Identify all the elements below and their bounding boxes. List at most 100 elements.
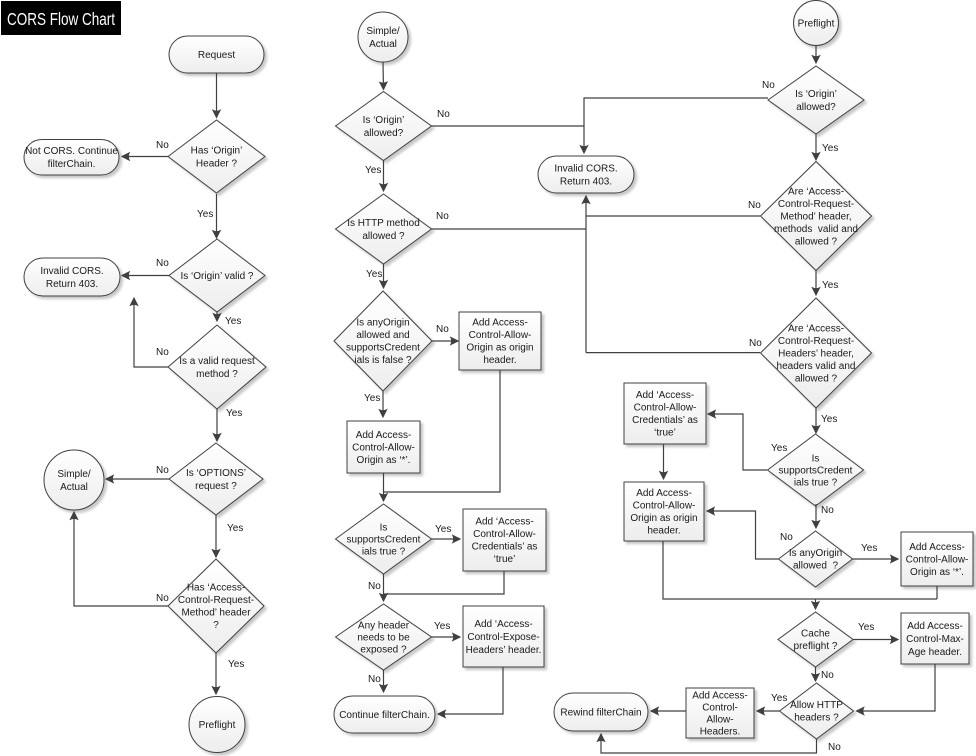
svg-text:supportsCredent: supportsCredent <box>346 343 420 354</box>
svg-text:No: No <box>748 200 761 211</box>
svg-text:Add ‘Access-: Add ‘Access- <box>475 517 533 528</box>
svg-text:Return 403.: Return 403. <box>560 176 612 187</box>
svg-text:Are ‘Access-: Are ‘Access- <box>788 186 844 197</box>
svg-text:No: No <box>749 338 762 349</box>
svg-text:No: No <box>156 593 169 604</box>
svg-text:?: ? <box>213 620 219 631</box>
svg-text:‘true’: ‘true’ <box>494 554 516 565</box>
svg-text:method ?: method ? <box>196 369 238 380</box>
svg-text:Yes: Yes <box>366 269 382 280</box>
svg-text:Control-Allow-: Control-Allow- <box>906 554 969 565</box>
svg-text:Yes: Yes <box>821 414 837 425</box>
svg-text:No: No <box>828 742 841 753</box>
svg-text:Origin as ‘*’.: Origin as ‘*’. <box>910 567 964 578</box>
svg-text:Yes: Yes <box>364 393 380 404</box>
svg-text:Has ‘Access-: Has ‘Access- <box>187 583 245 594</box>
svg-text:Yes: Yes <box>225 316 241 327</box>
svg-text:Is ‘OPTIONS’: Is ‘OPTIONS’ <box>186 468 246 479</box>
svg-text:No: No <box>762 80 775 91</box>
svg-text:Yes: Yes <box>227 523 243 534</box>
svg-text:Method’ header,: Method’ header, <box>780 211 851 222</box>
svg-text:Yes: Yes <box>228 659 244 670</box>
svg-text:Is: Is <box>380 522 388 533</box>
svg-text:Preflight: Preflight <box>798 18 835 29</box>
svg-text:Control-Request-: Control-Request- <box>178 595 254 606</box>
svg-text:No: No <box>156 140 169 151</box>
svg-text:Is anyOrigin: Is anyOrigin <box>789 548 842 559</box>
svg-text:Simple/: Simple/ <box>57 469 91 480</box>
svg-text:Add Access-: Add Access- <box>356 430 412 441</box>
svg-text:No: No <box>780 532 793 543</box>
svg-text:supportsCredent: supportsCredent <box>347 534 421 545</box>
svg-text:Control-Allow-: Control-Allow- <box>469 330 532 341</box>
svg-text:allowed ?: allowed ? <box>793 561 838 572</box>
svg-text:No: No <box>156 465 169 476</box>
svg-text:Continue filterChain.: Continue filterChain. <box>339 710 430 721</box>
svg-text:Yes: Yes <box>771 693 787 704</box>
svg-text:Control-Allow-: Control-Allow- <box>352 442 415 453</box>
svg-text:Add Access-: Add Access- <box>909 542 965 553</box>
svg-text:Control-Allow-: Control-Allow- <box>634 403 697 414</box>
svg-text:No: No <box>156 258 169 269</box>
svg-text:Control-: Control- <box>702 702 738 713</box>
svg-text:Request: Request <box>198 50 235 61</box>
svg-text:allowed and: allowed and <box>356 330 409 341</box>
svg-text:Yes: Yes <box>858 622 874 633</box>
svg-text:allowed ?: allowed ? <box>795 236 838 247</box>
svg-text:Yes: Yes <box>226 408 242 419</box>
svg-text:allowed?: allowed? <box>796 102 836 113</box>
svg-text:Actual: Actual <box>60 482 88 493</box>
svg-text:Not CORS. Continue: Not CORS. Continue <box>25 146 118 157</box>
svg-text:Headers’ header.: Headers’ header. <box>466 645 542 656</box>
svg-text:Yes: Yes <box>365 165 381 176</box>
svg-text:Yes: Yes <box>822 143 838 154</box>
svg-text:Has ‘Origin’: Has ‘Origin’ <box>191 145 243 156</box>
svg-text:filterChain.: filterChain. <box>48 159 96 170</box>
svg-text:Credentials’ as: Credentials’ as <box>632 415 698 426</box>
svg-text:allowed ?: allowed ? <box>795 373 838 384</box>
svg-text:exposed ?: exposed ? <box>360 644 407 655</box>
svg-text:Add Access-: Add Access- <box>692 690 748 701</box>
svg-text:Control-Expose-: Control-Expose- <box>467 632 539 643</box>
svg-text:allowed ?: allowed ? <box>362 231 405 242</box>
svg-text:headers ?: headers ? <box>794 713 839 724</box>
svg-text:Simple/: Simple/ <box>366 26 400 37</box>
svg-text:Cache: Cache <box>801 629 830 640</box>
svg-text:Control-Allow-: Control-Allow- <box>633 501 696 512</box>
svg-text:No: No <box>821 670 834 681</box>
svg-text:No: No <box>436 324 449 335</box>
svg-text:Control-Request-: Control-Request- <box>778 336 854 347</box>
svg-text:‘true’: ‘true’ <box>654 428 676 439</box>
svg-text:Header ?: Header ? <box>196 158 238 169</box>
svg-text:methods valid and: methods valid and <box>774 224 858 235</box>
svg-text:Add Access-: Add Access- <box>636 488 692 499</box>
svg-text:No: No <box>368 581 381 592</box>
svg-text:Is ‘Origin’: Is ‘Origin’ <box>363 115 405 126</box>
svg-text:Is anyOrigin: Is anyOrigin <box>356 318 409 329</box>
svg-text:Headers.: Headers. <box>700 726 741 737</box>
svg-text:Actual: Actual <box>369 39 397 50</box>
svg-text:Is HTTP method: Is HTTP method <box>347 218 420 229</box>
svg-text:Preflight: Preflight <box>199 720 236 731</box>
svg-text:Add Access-: Add Access- <box>907 621 963 632</box>
svg-text:header.: header. <box>483 355 516 366</box>
svg-text:Age header.: Age header. <box>908 647 962 658</box>
svg-text:Headers’ header,: Headers’ header, <box>778 348 854 359</box>
svg-text:Add ‘Access-: Add ‘Access- <box>636 390 694 401</box>
svg-text:Origin as origin: Origin as origin <box>466 343 533 354</box>
svg-text:ials true ?: ials true ? <box>794 477 838 488</box>
svg-text:No: No <box>156 347 169 358</box>
svg-text:ials is false ?: ials is false ? <box>354 355 412 366</box>
svg-text:Yes: Yes <box>771 443 787 454</box>
svg-text:Invalid CORS.: Invalid CORS. <box>554 163 617 174</box>
svg-text:No: No <box>437 109 450 120</box>
svg-text:needs to be: needs to be <box>357 632 410 643</box>
svg-text:Is: Is <box>812 453 820 464</box>
svg-text:Any header: Any header <box>358 620 410 631</box>
svg-text:CORS Flow Chart: CORS Flow Chart <box>7 9 115 29</box>
svg-text:Yes: Yes <box>197 209 213 220</box>
svg-text:Yes: Yes <box>861 543 877 554</box>
svg-text:Credentials’ as: Credentials’ as <box>472 542 538 553</box>
svg-text:Is a valid request: Is a valid request <box>179 356 255 367</box>
svg-text:allowed?: allowed? <box>364 128 404 139</box>
